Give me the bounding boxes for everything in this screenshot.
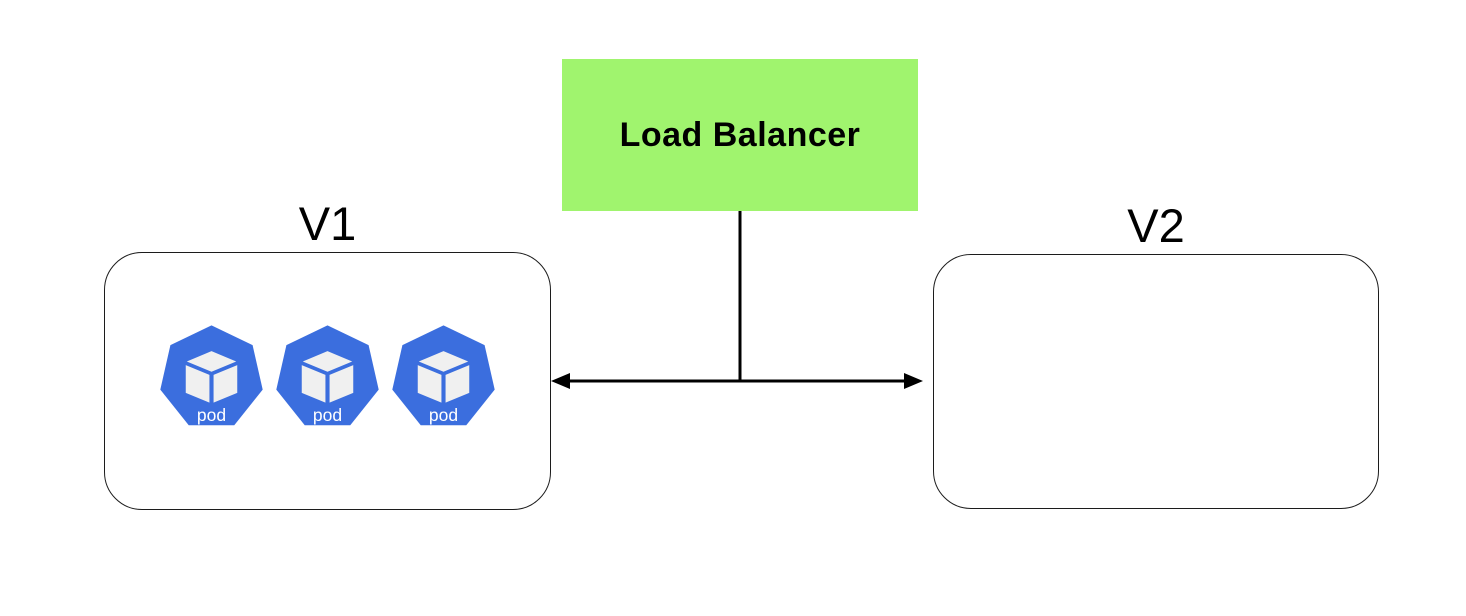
cube-top-face — [302, 351, 353, 372]
pod-icon[interactable]: pod — [160, 324, 263, 436]
pod-icon[interactable]: pod — [276, 324, 379, 436]
pod-label: pod — [429, 405, 458, 425]
left-arrowhead-icon — [551, 373, 570, 389]
cube-left-face — [185, 365, 210, 403]
pod-label: pod — [313, 405, 342, 425]
pod-row: pod pod pod — [105, 324, 550, 436]
pod-heptagon — [276, 325, 379, 426]
pod-heptagon — [160, 325, 263, 426]
load-balancer-node[interactable]: Load Balancer — [562, 59, 918, 211]
cube-top-face — [418, 351, 469, 372]
pod-icon[interactable]: pod — [392, 324, 495, 436]
v2-group-box[interactable] — [933, 254, 1379, 509]
v2-group-label: V2 — [1127, 199, 1185, 252]
load-balancer-label: Load Balancer — [619, 115, 861, 154]
right-arrowhead-icon — [904, 373, 923, 389]
v1-group-box[interactable]: pod pod pod — [104, 252, 551, 510]
pod-heptagon — [392, 325, 495, 426]
v1-group-label: V1 — [298, 197, 357, 250]
cube-right-face — [329, 365, 354, 403]
cube-left-face — [301, 365, 326, 403]
cube-right-face — [445, 365, 470, 403]
cube-right-face — [213, 365, 238, 403]
cube-left-face — [417, 365, 442, 403]
pod-label: pod — [197, 405, 226, 425]
